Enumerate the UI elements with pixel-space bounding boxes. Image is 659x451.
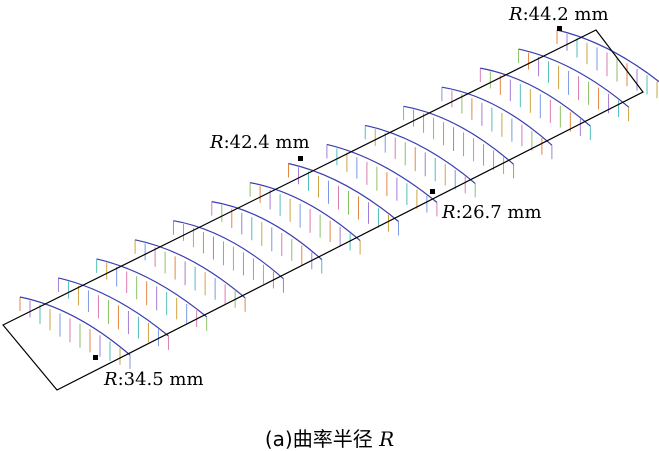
marker-middle xyxy=(298,156,303,161)
caption-symbol: R xyxy=(379,427,395,451)
marker-top xyxy=(557,26,562,31)
curve-line xyxy=(173,220,284,280)
marker-right xyxy=(430,189,435,194)
radius-value: :44.2 mm xyxy=(522,4,609,25)
curve-strip xyxy=(441,86,553,160)
figure-caption: (a)曲率半径 R xyxy=(0,423,659,451)
curve-line xyxy=(211,201,323,261)
radius-value: :34.5 mm xyxy=(117,369,204,390)
label-radius-right: R:26.7 mm xyxy=(442,204,542,222)
curve-strip xyxy=(518,48,630,122)
curve-strip xyxy=(172,220,284,293)
curve-line xyxy=(556,29,659,83)
curve-strip xyxy=(134,239,246,312)
curve-strip xyxy=(249,182,361,255)
curve-line xyxy=(326,143,438,203)
label-radius-bottom: R:34.5 mm xyxy=(104,371,204,389)
radius-value: :26.7 mm xyxy=(455,202,542,223)
caption-text: (a)曲率半径 xyxy=(264,427,380,451)
curve-line xyxy=(441,86,553,146)
curve-strip xyxy=(403,105,515,179)
curve-strip xyxy=(288,162,399,236)
curve-strip xyxy=(96,258,208,331)
curve-line xyxy=(403,105,514,165)
label-radius-middle: R:42.4 mm xyxy=(210,134,310,152)
curve-strip xyxy=(211,201,323,274)
curve-line xyxy=(96,258,208,318)
curve-line xyxy=(134,239,246,299)
curve-strip xyxy=(364,124,476,198)
plate-outline xyxy=(2,29,644,391)
curve-strip xyxy=(479,67,591,141)
curve-strip xyxy=(326,143,438,217)
curve-line xyxy=(518,48,629,108)
marker-bottom xyxy=(93,355,98,360)
curve-line xyxy=(365,124,476,184)
curve-line xyxy=(58,277,169,337)
curve-line xyxy=(288,162,399,222)
radius-symbol: R xyxy=(442,202,456,223)
curve-strip xyxy=(57,277,169,350)
curve-strip xyxy=(19,296,131,369)
label-radius-top: R:44.2 mm xyxy=(509,6,609,24)
radius-symbol: R xyxy=(210,132,224,153)
curve-line xyxy=(480,67,591,127)
radius-symbol: R xyxy=(104,369,118,390)
curve-line xyxy=(249,182,361,242)
curve-strips xyxy=(19,29,659,369)
radius-value: :42.4 mm xyxy=(223,132,310,153)
radius-symbol: R xyxy=(509,4,523,25)
curve-line xyxy=(19,296,131,356)
